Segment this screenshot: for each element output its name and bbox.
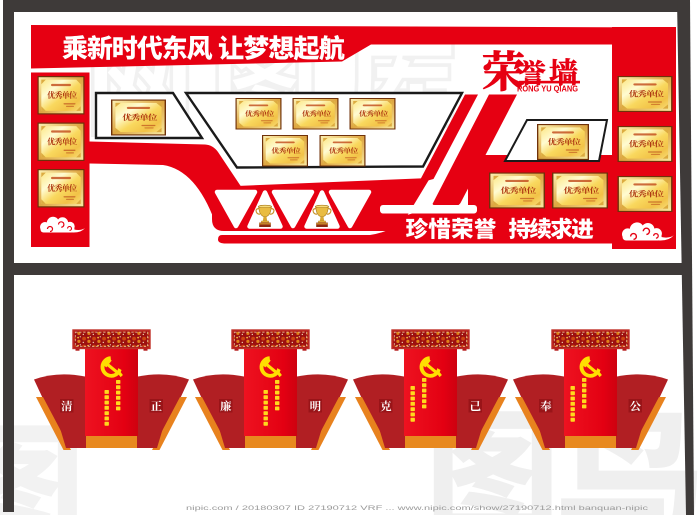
svg-text:RONG YU QIANG: RONG YU QIANG [517, 84, 578, 94]
svg-text:nipic.com / 20180307 ID 271907: nipic.com / 20180307 ID 27190712 VRF ...… [186, 505, 649, 512]
